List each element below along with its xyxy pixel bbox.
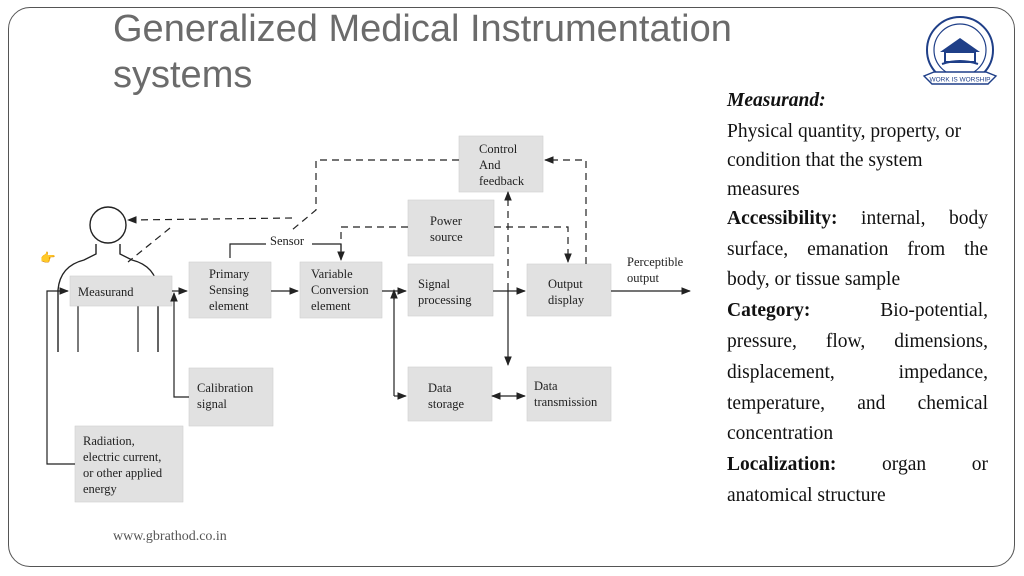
variable-conversion-box	[299, 261, 383, 319]
primary-label-1: Primary	[209, 267, 250, 281]
accessibility-definition: internal, body surface, emanation from t…	[727, 207, 988, 291]
variable-label-3: element	[311, 299, 351, 313]
university-logo-seal: WORK IS WORSHIP	[922, 16, 998, 85]
perceptible-output-label-1: Perceptible	[627, 255, 684, 269]
dashed-power-to-output	[494, 226, 572, 263]
dashed-output-to-control	[544, 156, 587, 264]
transmission-label-1: Data	[534, 379, 558, 393]
measurand-heading: Measurand:	[727, 90, 826, 111]
output-label-2: display	[548, 293, 585, 307]
primary-label-2: Sensing	[209, 283, 249, 297]
control-feedback-box	[458, 135, 544, 193]
dashed-to-patient	[127, 216, 293, 224]
dashed-control-to-sensor	[291, 159, 459, 231]
radiation-label-4: energy	[83, 482, 118, 496]
perceptible-output-label-2: output	[627, 271, 659, 285]
slide-title: Generalized Medical Instrumentation syst…	[113, 6, 732, 98]
logo-motto: WORK IS WORSHIP	[929, 77, 990, 84]
signal-label-2: processing	[418, 293, 472, 307]
localization-heading: Localization:	[727, 454, 837, 476]
control-label-3: feedback	[479, 174, 525, 188]
data-transmission-box	[526, 366, 612, 422]
measurand-label: Measurand	[78, 285, 134, 299]
localization-definition: organ or anatomical structure	[727, 454, 988, 506]
measurand-definition: Physical quantity, property, or conditio…	[727, 120, 962, 200]
storage-label-2: storage	[428, 397, 465, 411]
title-line-1: Generalized Medical Instrumentation	[113, 8, 732, 50]
sensor-label: Sensor	[270, 234, 305, 248]
measurand-box	[69, 275, 173, 307]
primary-label-3: element	[209, 299, 249, 313]
category-paragraph: Category: Bio-potential, pressure, flow,…	[727, 296, 988, 450]
radiation-label-3: or other applied	[83, 466, 163, 480]
accessibility-heading: Accessibility:	[727, 207, 838, 229]
accessibility-paragraph: Accessibility: internal, body surface, e…	[727, 204, 988, 296]
dashed-power-to-variable	[337, 226, 408, 261]
control-label-2: And	[479, 158, 501, 172]
control-label-1: Control	[479, 142, 518, 156]
calibration-label-2: signal	[197, 397, 227, 411]
radiation-label-2: electric current,	[83, 450, 161, 464]
output-display-box	[526, 263, 612, 317]
radiation-label-1: Radiation,	[83, 434, 135, 448]
title-line-2: systems	[113, 54, 253, 96]
arrow-radiation-to-measurand	[46, 287, 75, 465]
calibration-signal-box	[188, 367, 274, 427]
power-source-box	[407, 199, 495, 257]
power-label-1: Power	[430, 214, 463, 228]
variable-label-1: Variable	[311, 267, 353, 281]
definitions-panel: Measurand: Physical quantity, property, …	[727, 86, 988, 512]
pointing-hand-emoji-icon: 👉	[40, 250, 56, 265]
localization-paragraph: Localization: organ or anatomical struct…	[727, 450, 988, 512]
output-label-1: Output	[548, 277, 583, 291]
power-label-2: source	[430, 230, 463, 244]
data-storage-box	[407, 366, 493, 422]
primary-sensing-box	[188, 261, 272, 319]
variable-label-2: Conversion	[311, 283, 369, 297]
category-definition: Bio-potential, pressure, flow, dimension…	[727, 300, 988, 445]
transmission-label-2: transmission	[534, 395, 598, 409]
human-figure-icon	[57, 206, 159, 352]
storage-label-1: Data	[428, 381, 452, 395]
signal-processing-box	[407, 263, 494, 317]
signal-label-1: Signal	[418, 277, 450, 291]
arrow-calibration-to-primary	[170, 292, 189, 398]
category-heading: Category:	[727, 300, 811, 322]
footer-website: www.gbrathod.co.in	[113, 529, 227, 544]
dashed-to-patient-2	[127, 227, 171, 263]
calibration-label-1: Calibration	[197, 381, 254, 395]
